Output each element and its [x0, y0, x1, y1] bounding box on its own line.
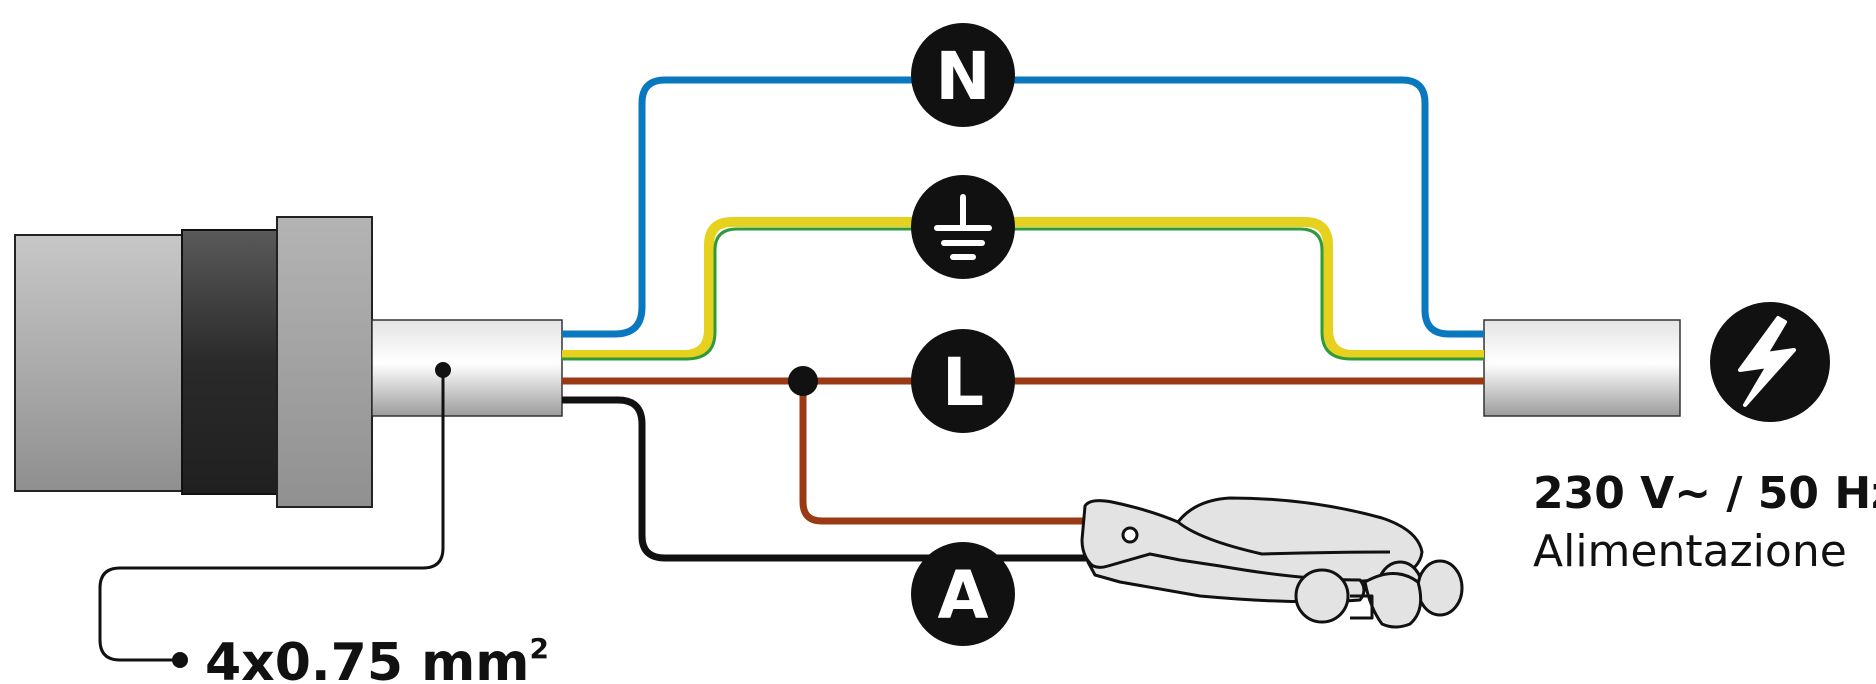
live-label: L	[942, 344, 984, 421]
cable-spec-leader	[98, 370, 445, 662]
cable-ring	[181, 229, 279, 495]
neutral-badge: N	[911, 23, 1015, 127]
earth-ground-icon	[934, 194, 992, 260]
aux-badge: A	[911, 542, 1015, 646]
aux-wire	[562, 396, 1090, 562]
neutral-wire	[562, 76, 1484, 338]
live-junction-dot	[788, 366, 818, 396]
power-badge	[1710, 302, 1830, 422]
cable-sheath-right	[1483, 319, 1681, 417]
neutral-label: N	[935, 38, 990, 115]
cable-spec-superscript: 2	[530, 632, 549, 665]
cable-assembly	[14, 216, 563, 508]
live-badge: L	[911, 329, 1015, 433]
leader-dot-start	[435, 362, 451, 378]
cable-gland	[276, 216, 373, 508]
earth-wire	[562, 217, 1484, 360]
lightning-bolt-icon	[1738, 316, 1796, 407]
aux-label: A	[937, 557, 988, 634]
cable-jacket	[14, 234, 184, 492]
voltage-text: 230 V~ / 50 Hz	[1533, 468, 1876, 519]
cable-sheath-left	[371, 319, 563, 417]
live-branch-wire	[799, 381, 1090, 525]
earth-wire-stripe	[562, 227, 1484, 361]
earth-badge	[911, 175, 1015, 279]
supply-text: Alimentazione	[1533, 526, 1847, 577]
hand-switch-icon	[1080, 496, 1464, 629]
cable-spec-text: 4x0.75 mm2	[205, 632, 549, 684]
leader-dot-end	[172, 652, 188, 668]
